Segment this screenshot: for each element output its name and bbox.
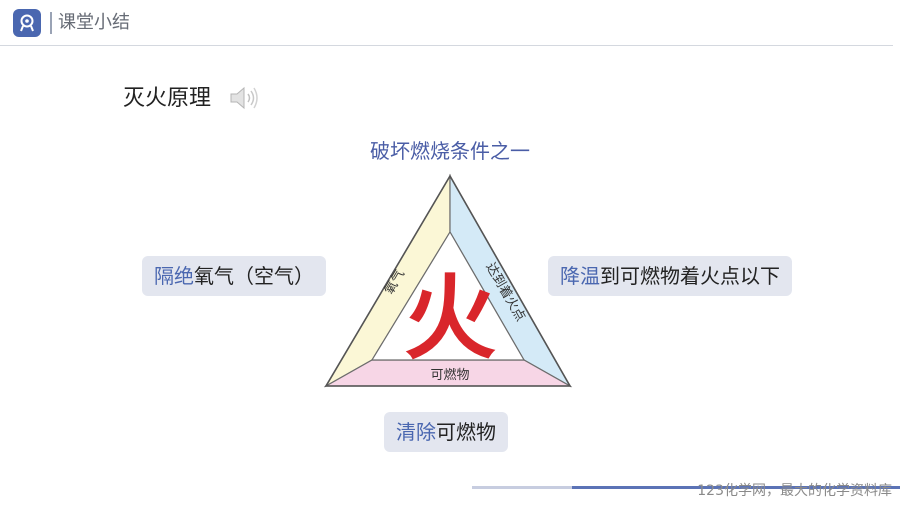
speaker-icon[interactable] [229, 86, 259, 110]
footer-accent-line-light [472, 486, 572, 489]
bottom-side-label: 可燃物 [430, 367, 469, 383]
header-rule [0, 45, 893, 46]
footer-accent-line [572, 486, 900, 489]
callout-left-highlight: 隔绝 [154, 264, 194, 288]
callout-remove-fuel: 清除可燃物 [384, 412, 508, 452]
callout-isolate-oxygen: 隔绝氧气（空气） [142, 256, 326, 296]
callout-bottom-text: 可燃物 [436, 420, 496, 444]
footer-watermark-text: 123化学网，最大的化学资料库 [697, 483, 892, 499]
brand-logo-icon [13, 9, 41, 37]
header-title: 课堂小结 [58, 12, 130, 33]
section-title: 灭火原理 [123, 86, 212, 111]
diagram-top-caption: 破坏燃烧条件之一 [370, 139, 530, 163]
callout-right-highlight: 降温 [560, 264, 600, 288]
header-divider [50, 12, 52, 34]
inner-triangle [370, 230, 526, 361]
header-bar: 课堂小结 [0, 0, 900, 46]
outer-triangle [324, 174, 572, 387]
center-fire-character: 火 [404, 264, 496, 372]
callout-left-text: 氧气（空气） [194, 264, 314, 288]
fire-triangle-diagram: 氧气 达到着火点 可燃物 火 [323, 173, 573, 388]
callout-right-text: 到可燃物着火点以下 [600, 264, 780, 288]
callout-lower-temperature: 降温到可燃物着火点以下 [548, 256, 792, 296]
callout-bottom-highlight: 清除 [396, 420, 436, 444]
